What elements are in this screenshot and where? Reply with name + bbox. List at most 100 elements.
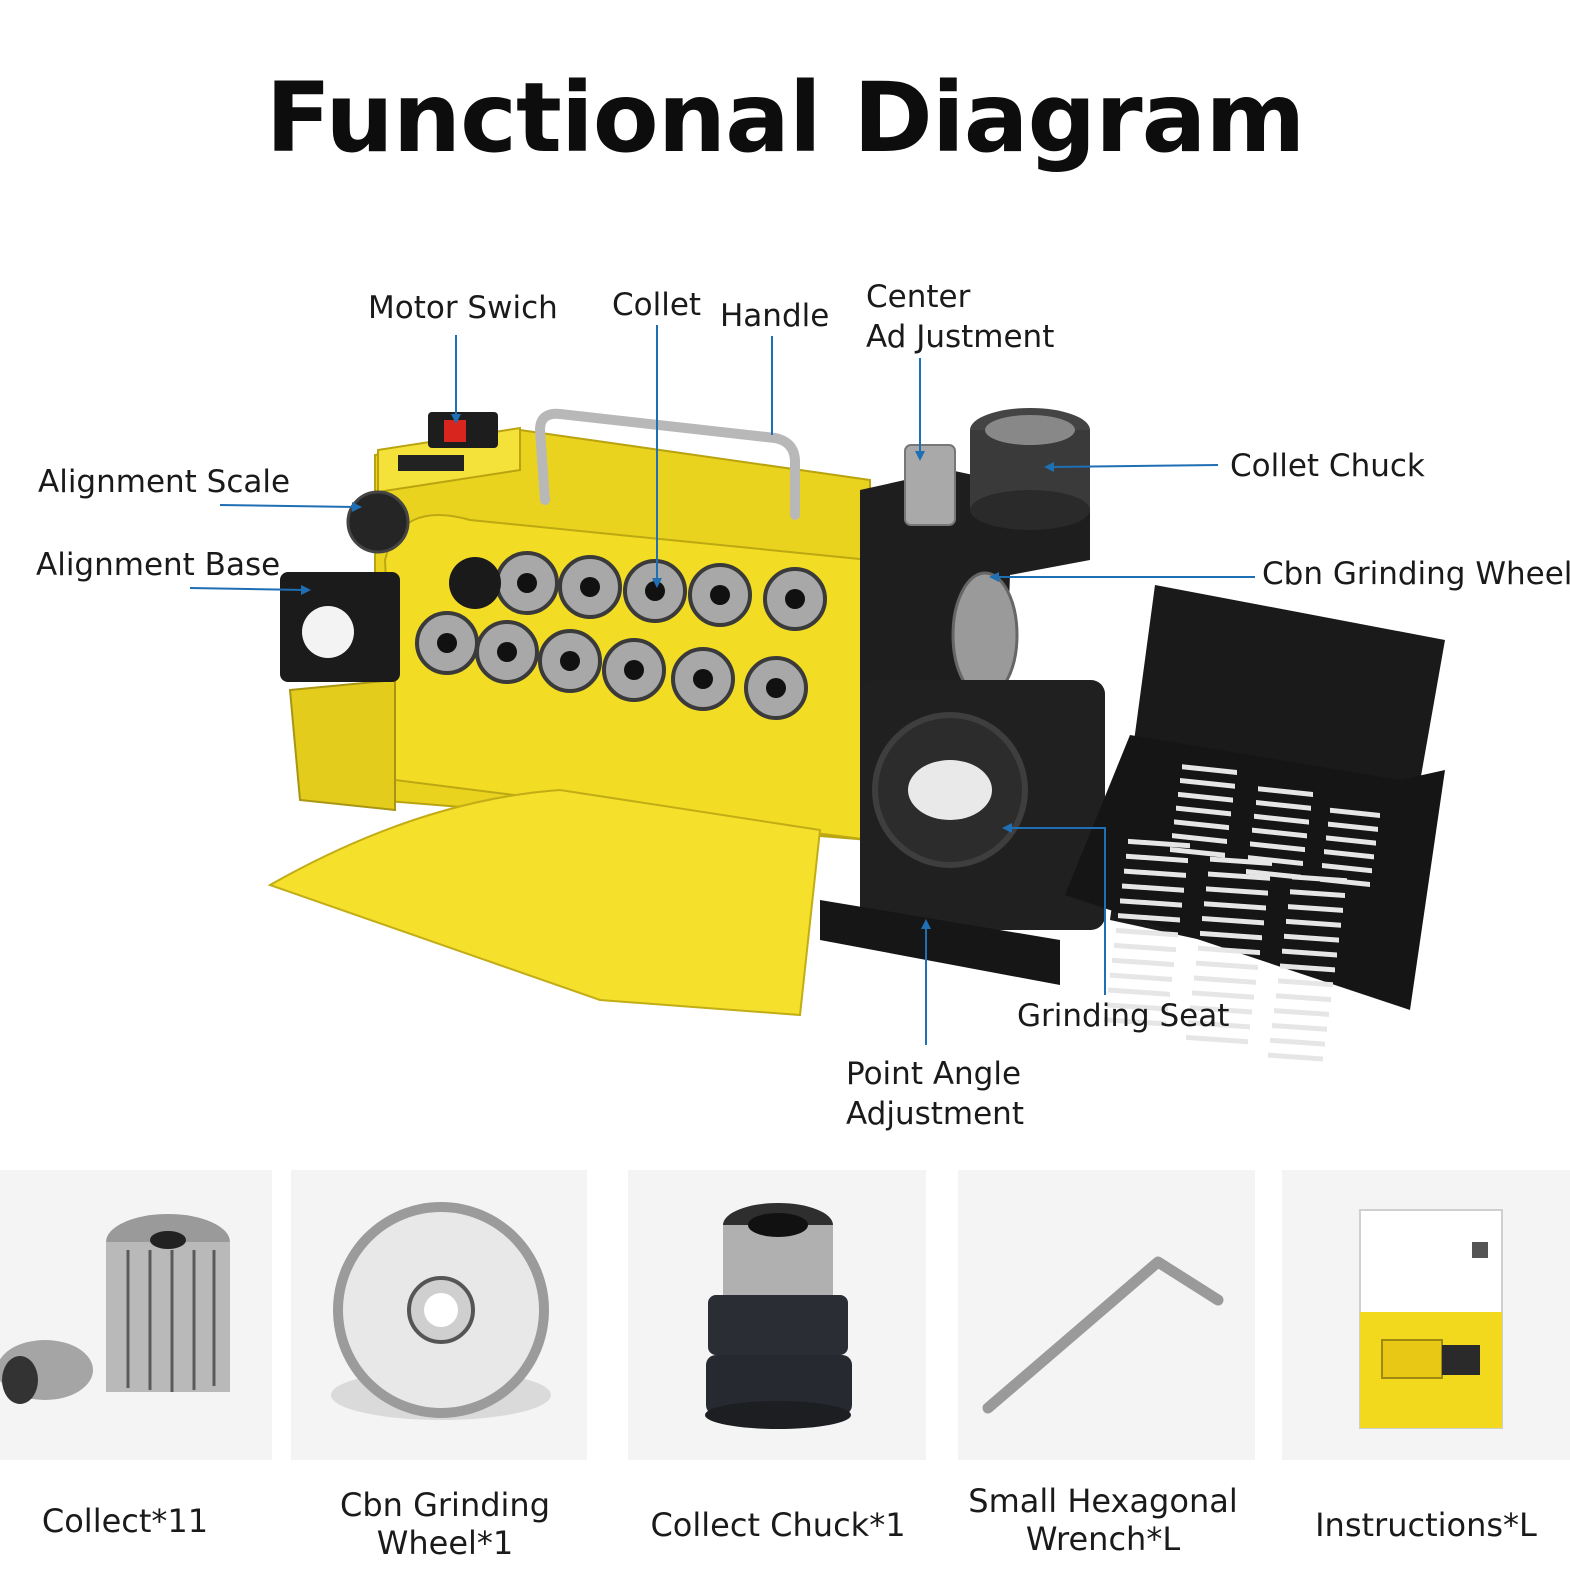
vent-slot-1-0	[1258, 786, 1313, 798]
caption-cbn-wheel-line1: Cbn Grinding	[339, 1486, 551, 1524]
vented-cover	[1065, 585, 1445, 1062]
collet-hole-0-2	[645, 581, 665, 601]
accessory-tile-collets	[0, 1170, 272, 1460]
label-handle: Handle	[720, 298, 830, 334]
caption-cbn-wheel: Cbn Grinding Wheel*1	[300, 1486, 590, 1562]
caption-hex-wrench: Small Hexagonal Wrench*L	[955, 1482, 1251, 1558]
vent-slot-5-6	[1280, 963, 1335, 973]
label-center-adjustment-line2: Ad Justment	[866, 319, 1055, 355]
label-center-adjustment-line1: Center	[866, 279, 971, 315]
leader-alignment-scale	[219, 504, 357, 508]
vent-slot-0-2	[1178, 791, 1233, 803]
label-motor-switch: Motor Swich	[368, 290, 558, 326]
vent-slot-4-5	[1200, 930, 1262, 941]
vent-slot-5-9	[1274, 1008, 1329, 1017]
vent-slot-0-5	[1172, 833, 1227, 844]
instructions-booklet-image	[1359, 1209, 1503, 1429]
caption-hex-wrench-line1: Small Hexagonal	[968, 1482, 1238, 1520]
caption-collect-chuck-line1: Collect Chuck*1	[650, 1506, 906, 1544]
vent-slot-4-0	[1210, 856, 1272, 866]
vent-slot-2-2	[1326, 835, 1376, 846]
vent-slot-5-5	[1282, 948, 1337, 958]
accessory-tile-hex-wrench	[958, 1170, 1255, 1460]
grinding-unit	[820, 408, 1105, 985]
hex-wrench-image	[982, 1256, 1224, 1414]
label-point-angle-line2: Adjustment	[846, 1096, 1024, 1132]
collet-pair-image	[0, 1214, 230, 1404]
vent-slot-5-11	[1270, 1037, 1325, 1047]
vent-slot-0-4	[1174, 819, 1229, 831]
vent-slot-4-7	[1196, 960, 1258, 970]
vent-slot-1-1	[1256, 800, 1311, 811]
vent-slot-4-11	[1188, 1020, 1250, 1030]
vent-slot-5-1	[1290, 889, 1345, 899]
vent-slot-5-7	[1278, 978, 1333, 988]
caption-instructions-line1: Instructions*L	[1315, 1506, 1537, 1544]
vent-slot-2-0	[1330, 807, 1380, 819]
collet-hole-1-2	[560, 651, 580, 671]
vent-slot-4-12	[1186, 1034, 1248, 1045]
accessory-tile-collet-chuck	[628, 1170, 926, 1460]
vent-slot-4-4	[1202, 916, 1264, 926]
label-alignment-scale: Alignment Scale	[38, 464, 291, 500]
collet-hole-1-1	[497, 642, 517, 662]
vent-slot-5-8	[1276, 993, 1331, 1003]
vent-slot-3-4	[1120, 898, 1182, 908]
vent-slot-5-3	[1286, 918, 1341, 928]
caption-collect-chuck: Collect Chuck*1	[630, 1506, 926, 1544]
label-alignment-base: Alignment Base	[36, 547, 281, 583]
vent-slot-4-6	[1198, 945, 1260, 956]
collet-hole-1-3	[624, 660, 644, 680]
alignment-knob-shape	[280, 490, 410, 682]
collet-grid	[415, 551, 827, 720]
vent-slot-1-3	[1252, 827, 1307, 839]
collet-hole-1-5	[766, 678, 786, 698]
vent-slot-3-10	[1108, 987, 1170, 997]
vent-slot-5-0	[1292, 874, 1347, 884]
leader-collet-chuck	[1049, 464, 1219, 468]
leader-arrowheads	[301, 414, 1054, 929]
vent-slot-0-1	[1180, 778, 1235, 789]
label-point-angle-adjustment: Point Angle Adjustment	[846, 1054, 1024, 1134]
vent-slot-4-1	[1208, 871, 1270, 881]
vent-slot-2-4	[1322, 862, 1372, 874]
vent-slot-5-2	[1288, 904, 1343, 913]
collet-hole-0-0	[517, 573, 537, 593]
vent-slot-3-1	[1126, 853, 1188, 864]
accessory-tile-instructions	[1282, 1170, 1570, 1460]
cbn-wheel-image	[331, 1202, 551, 1420]
vent-slot-3-2	[1124, 868, 1186, 878]
label-cbn-grinding-wheel: Cbn Grinding Wheel	[1262, 556, 1570, 592]
vent-slot-1-2	[1254, 813, 1309, 825]
vent-slot-3-6	[1116, 928, 1178, 938]
label-collet-chuck: Collet Chuck	[1230, 448, 1425, 484]
empty-collet-hole	[449, 557, 501, 609]
vent-slot-5-12	[1268, 1052, 1323, 1062]
vent-slot-3-5	[1118, 913, 1180, 923]
motor-switch-shape	[398, 412, 498, 471]
vent-slot-2-1	[1328, 821, 1378, 832]
vent-slot-3-0	[1128, 838, 1190, 849]
collet-hole-1-0	[437, 633, 457, 653]
vent-slot-4-10	[1190, 1005, 1252, 1015]
collet-hole-1-4	[693, 669, 713, 689]
collet-hole-0-3	[710, 585, 730, 605]
collet-hole-0-1	[580, 577, 600, 597]
leader-lines	[189, 325, 1255, 1045]
vent-slot-3-8	[1112, 957, 1174, 968]
leader-grinding-seat	[1008, 827, 1106, 995]
vent-slot-0-0	[1182, 764, 1237, 776]
collet-hole-0-4	[785, 589, 805, 609]
label-grinding-seat: Grinding Seat	[1017, 998, 1230, 1034]
vent-slot-3-3	[1122, 883, 1184, 893]
collet-chuck-image	[705, 1203, 852, 1429]
vent-slot-5-10	[1272, 1022, 1327, 1032]
vent-slot-3-7	[1114, 942, 1176, 953]
vent-slot-2-3	[1324, 849, 1374, 860]
vent-slot-4-8	[1194, 975, 1256, 985]
label-collet: Collet	[612, 287, 702, 323]
vent-slot-1-5	[1248, 855, 1303, 866]
caption-instructions: Instructions*L	[1282, 1506, 1570, 1544]
accessory-tile-cbn-wheel	[291, 1170, 587, 1460]
